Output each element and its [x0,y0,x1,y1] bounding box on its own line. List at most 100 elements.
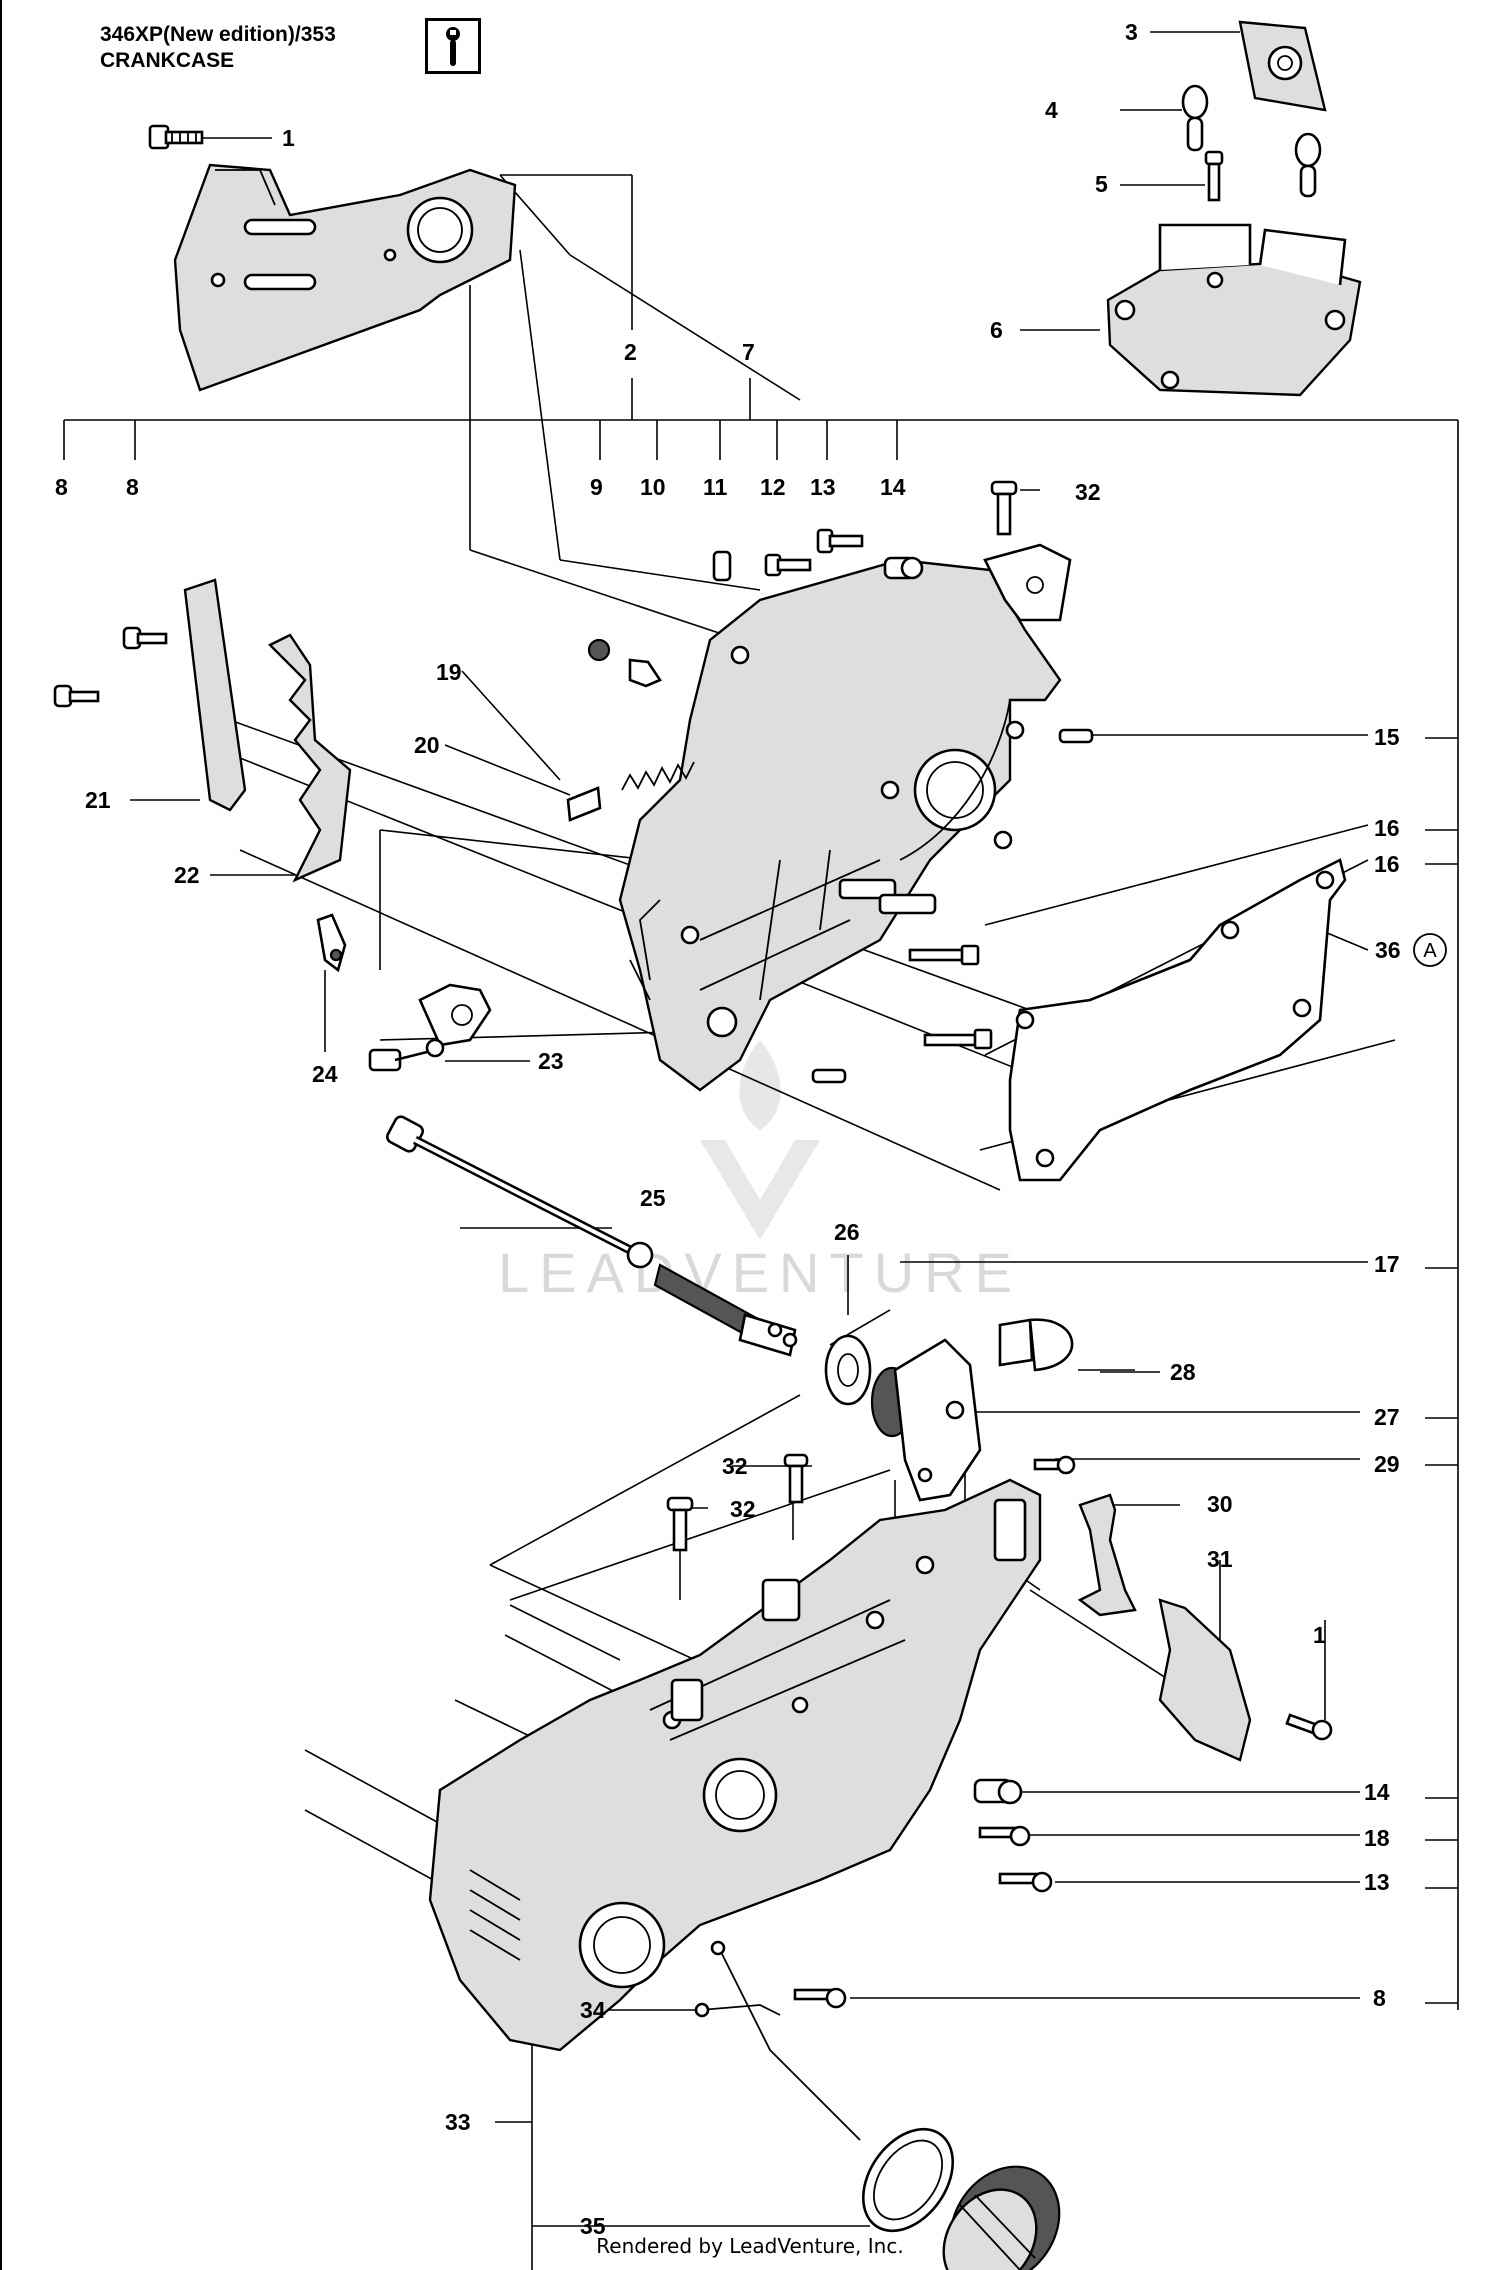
part-32-screw-low [666,1496,694,1552]
callout-27: 27 [1374,1404,1400,1430]
part-8-screws-top [53,626,168,708]
crankcase-half-main [618,543,1072,1092]
part-16-studs [908,944,993,1050]
callout-29: 29 [1374,1451,1400,1477]
callout-11: 11 [703,474,728,500]
part-32-screws [666,480,1018,1552]
part-19-spring [621,761,695,791]
ref-marker-a: A [1413,933,1447,967]
watermark: LEADVENTURE [498,1040,1022,1304]
part-14-bush [883,556,924,580]
callout-3: 3 [1125,19,1138,45]
callout-33: 33 [445,2109,471,2135]
part-2-guard-plate [173,163,517,392]
wrench-icon [425,18,481,74]
part-33-oil-cap-assembly [694,1940,1061,2270]
callout-15: 15 [1374,724,1400,750]
callout-8-a: 8 [55,474,68,500]
part-36-gasket [1008,858,1347,1182]
callout-5: 5 [1095,171,1108,197]
callout-32-low: 32 [730,1496,756,1522]
part-3-filter [1238,20,1327,112]
callout-30: 30 [1207,1491,1233,1517]
part-1-screw [148,124,204,150]
callout-labels: 1 1 2 3 4 5 6 7 8 8 8 9 10 11 12 13 13 1… [55,19,1447,2239]
page-left-border [0,0,2,2270]
callout-1-top: 1 [282,125,295,151]
part-32-screw-top [990,480,1018,536]
part-15-pin [1058,728,1094,744]
part-29-screw [1033,1455,1076,1475]
part-35-seal [861,2127,955,2233]
callout-2: 2 [624,339,637,365]
part-10-nozzle [628,658,662,688]
callout-22: 22 [174,862,200,888]
diagram-title: 346XP(New edition)/353 CRANKCASE [100,22,336,74]
part-27-pump [870,1338,982,1502]
callout-19: 19 [436,659,462,685]
title-model: 346XP(New edition)/353 [100,23,336,46]
callout-6: 6 [990,317,1003,343]
part-25-rod [385,1115,798,1357]
part-32-screw-mid [783,1453,809,1504]
callout-9: 9 [590,474,603,500]
callout-12: 12 [760,474,786,500]
crankcase-half-lower [428,1478,1042,2052]
small-fasteners [183,528,1094,1084]
part-26-gear [824,1334,872,1406]
callout-20: 20 [414,732,440,758]
part-22-spike [267,633,352,883]
part-11-pin [712,550,732,582]
callout-21: 21 [85,787,111,813]
part-4-knob [1181,84,1322,198]
part-31-guard [1158,1598,1252,1762]
part-24-clip [316,913,347,973]
part-20-block [566,786,602,822]
part-5-screw [1204,150,1224,202]
lower-fasteners [53,626,1053,2009]
part-28-bulb [998,1318,1074,1372]
callout-17: 17 [1374,1251,1400,1277]
part-12-screw [764,553,812,577]
callout-16-a: 16 [1374,815,1400,841]
callout-31: 31 [1207,1546,1233,1572]
oil-cap [942,2165,1061,2270]
watermark-text: LEADVENTURE [498,1241,1022,1304]
part-30-clip [1077,1493,1137,1617]
callout-8-c: 8 [1373,1985,1386,2011]
callout-7: 7 [742,339,755,365]
callout-14-top: 14 [880,474,906,500]
callout-32-top: 32 [1075,479,1101,505]
callout-23: 23 [538,1048,564,1074]
footer-credit: Rendered by LeadVenture, Inc. [596,2234,904,2258]
callout-32-mid: 32 [722,1453,748,1479]
title-section: CRANKCASE [100,49,235,72]
part-21-plate [183,578,247,812]
part-13-screw-lower [998,1871,1053,1893]
callout-1-lower: 1 [1313,1622,1326,1648]
callout-26: 26 [834,1219,860,1245]
callout-34: 34 [580,1997,606,2023]
callout-10: 10 [640,474,666,500]
callout-13-top: 13 [810,474,836,500]
part-13-screw [816,528,864,554]
callout-24: 24 [312,1061,338,1087]
part-23-tensioner [368,983,492,1072]
callout-18: 18 [1364,1825,1390,1851]
part-9-filter [587,638,611,662]
callout-25: 25 [640,1185,666,1211]
part-18-screw [978,1825,1031,1847]
callout-36: 36 [1375,937,1401,963]
callout-35: 35 [580,2213,606,2239]
flame-v-logo-icon [700,1040,820,1240]
part-1-screw-lower [1285,1713,1333,1741]
callout-8-b: 8 [126,474,139,500]
callout-16-b: 16 [1374,851,1400,877]
callout-28: 28 [1170,1359,1196,1385]
part-14-bush-lower [973,1778,1023,1805]
callout-4: 4 [1045,97,1058,123]
part-34-strap [694,1940,861,2141]
part-6-cover-bracket [1106,223,1362,397]
callout-13-lower: 13 [1364,1869,1390,1895]
